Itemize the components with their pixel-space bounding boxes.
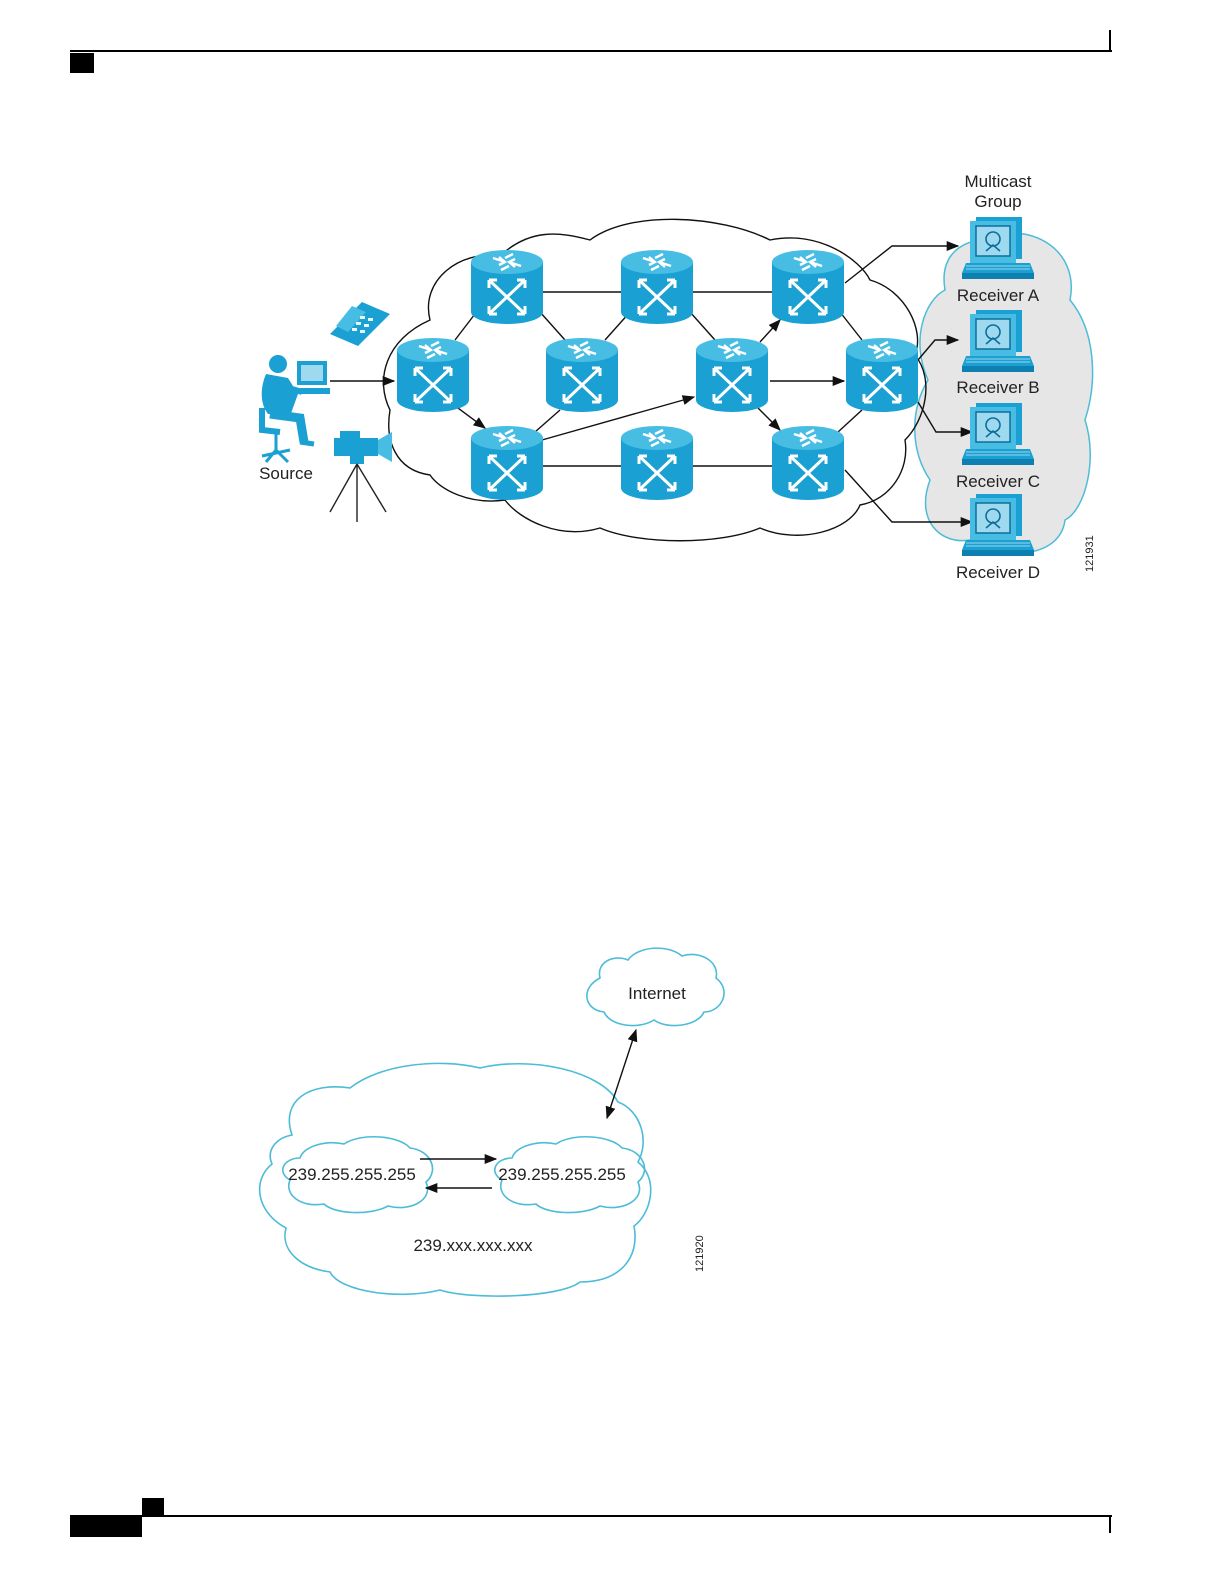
router-icon	[846, 338, 918, 412]
organization-scope-address: 239.xxx.xxx.xxx	[413, 1236, 533, 1255]
right-scope-address: 239.255.255.255	[498, 1165, 626, 1184]
receiver-a-label: Receiver A	[957, 286, 1040, 305]
telephone-icon	[330, 302, 390, 346]
receiver-c-label: Receiver C	[956, 472, 1040, 491]
receiver-d-label: Receiver D	[956, 563, 1040, 582]
router-icon	[546, 338, 618, 412]
admin-scope-diagram: Internet 239.255.255.255 239.255.255.255…	[260, 948, 724, 1296]
source-label: Source	[259, 464, 313, 483]
multicast-group-label: Multicast	[964, 172, 1031, 191]
router-icon	[772, 250, 844, 324]
multicast-network-diagram: Source Multicast Group Receiver A Receiv…	[259, 172, 1096, 582]
person-at-computer-icon	[262, 355, 330, 462]
router-icon	[772, 426, 844, 500]
router-icon	[696, 338, 768, 412]
router-icon	[471, 250, 543, 324]
internet-label: Internet	[628, 984, 686, 1003]
multicast-group-label: Group	[974, 192, 1021, 211]
receiver-b-label: Receiver B	[956, 378, 1039, 397]
router-icon	[621, 426, 693, 500]
router-icon	[621, 250, 693, 324]
left-scope-address: 239.255.255.255	[288, 1165, 416, 1184]
router-icon	[397, 338, 469, 412]
figure-id: 121920	[694, 1235, 706, 1272]
figure-id: 121931	[1084, 535, 1096, 572]
video-camera-icon	[330, 431, 392, 522]
router-icon	[471, 426, 543, 500]
